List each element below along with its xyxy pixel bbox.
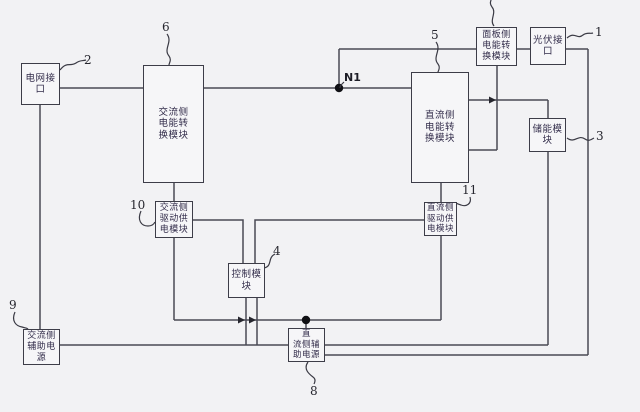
flow-arrow-icon — [489, 96, 496, 104]
leader-squiggle-1 — [566, 32, 594, 39]
ref-label-6: 6 — [162, 20, 170, 34]
leader-squiggle-9 — [12, 311, 29, 330]
box-text: 换模块 — [158, 129, 189, 141]
wire-ac-drive-to-control — [192, 219, 244, 263]
leader-squiggle-10 — [138, 210, 156, 227]
box-text: 驱动供 — [159, 214, 189, 224]
leader-squiggle-4 — [263, 253, 276, 269]
box-text: 交流侧 — [159, 203, 189, 213]
box-text: 电模块 — [159, 225, 189, 235]
leader-squiggle-8 — [305, 361, 316, 385]
leader-squiggle-11 — [454, 196, 471, 207]
box-text: 换模块 — [482, 52, 511, 62]
box-ac-side-drive-supply: 交流侧 驱动供 电模块 — [155, 201, 193, 238]
ref-label-3: 3 — [596, 129, 604, 143]
box-grid-interface: 电网接 口 — [21, 63, 60, 105]
ref-label-4: 4 — [273, 244, 281, 258]
box-energy-storage: 储能模 块 — [529, 118, 566, 152]
box-text: 储能模 — [532, 123, 563, 135]
box-text: 源 — [36, 352, 47, 363]
box-text: 口 — [35, 84, 46, 95]
leader-squiggle-2 — [59, 59, 87, 71]
box-text: 交流侧 — [27, 330, 56, 341]
box-text: 电模块 — [426, 224, 454, 235]
leader-tick-n1 — [339, 81, 345, 89]
junction-dot — [301, 315, 311, 325]
flow-arrow-icon — [238, 316, 245, 324]
node-label-n1: N1 — [344, 71, 361, 84]
box-ac-side-aux-power: 交流侧 辅助电 源 — [23, 329, 60, 365]
box-text: 光伏接 — [532, 34, 563, 46]
box-dc-side-aux-power: 直 流侧辅 助电源 — [288, 328, 325, 362]
box-text: 控制模 — [231, 269, 262, 280]
box-text: 块 — [241, 280, 252, 292]
box-text: 直流侧 — [424, 110, 455, 122]
leader-squiggle-6 — [166, 33, 171, 66]
box-text: 交流侧 — [158, 106, 189, 118]
ref-label-9: 9 — [9, 298, 17, 312]
leader-squiggle-7 — [489, 0, 495, 27]
box-pv-interface: 光伏接 口 — [530, 27, 566, 65]
ref-label-2: 2 — [84, 53, 92, 67]
leader-squiggle-3 — [566, 136, 595, 141]
box-text: 电能转 — [424, 121, 455, 133]
ref-label-5: 5 — [431, 28, 439, 42]
ref-label-10: 10 — [130, 198, 146, 212]
box-text: 辅助电 — [27, 341, 56, 352]
box-text: 换模块 — [424, 133, 455, 145]
box-text: 流侧辅 — [292, 339, 320, 350]
box-text: 直流侧 — [426, 203, 454, 214]
box-text: 电网接 — [25, 72, 56, 84]
wire-dc-drive-to-control — [254, 219, 424, 263]
box-text: 块 — [542, 135, 553, 146]
ref-label-11: 11 — [462, 183, 478, 197]
box-control-module: 控制模 块 — [228, 263, 265, 298]
box-ac-side-power-conversion: 交流侧 电能转 换模块 — [143, 65, 204, 183]
box-text: 电能转 — [158, 118, 189, 130]
box-dc-side-power-conversion: 直流侧 电能转 换模块 — [411, 72, 469, 183]
box-dc-side-drive-supply: 直流侧 驱动供 电模块 — [424, 202, 457, 236]
box-text: 电能转 — [482, 41, 511, 51]
ref-label-8: 8 — [310, 384, 318, 398]
box-text: 口 — [542, 46, 553, 57]
leader-squiggle-5 — [435, 41, 440, 73]
flow-arrow-icon — [249, 316, 256, 324]
box-text: 面板侧 — [482, 30, 511, 40]
box-text: 直 — [301, 329, 311, 340]
box-text: 助电源 — [292, 350, 320, 361]
box-text: 驱动供 — [426, 213, 454, 224]
box-panel-side-power-conversion: 面板侧 电能转 换模块 — [476, 27, 517, 66]
ref-label-1: 1 — [595, 25, 603, 39]
